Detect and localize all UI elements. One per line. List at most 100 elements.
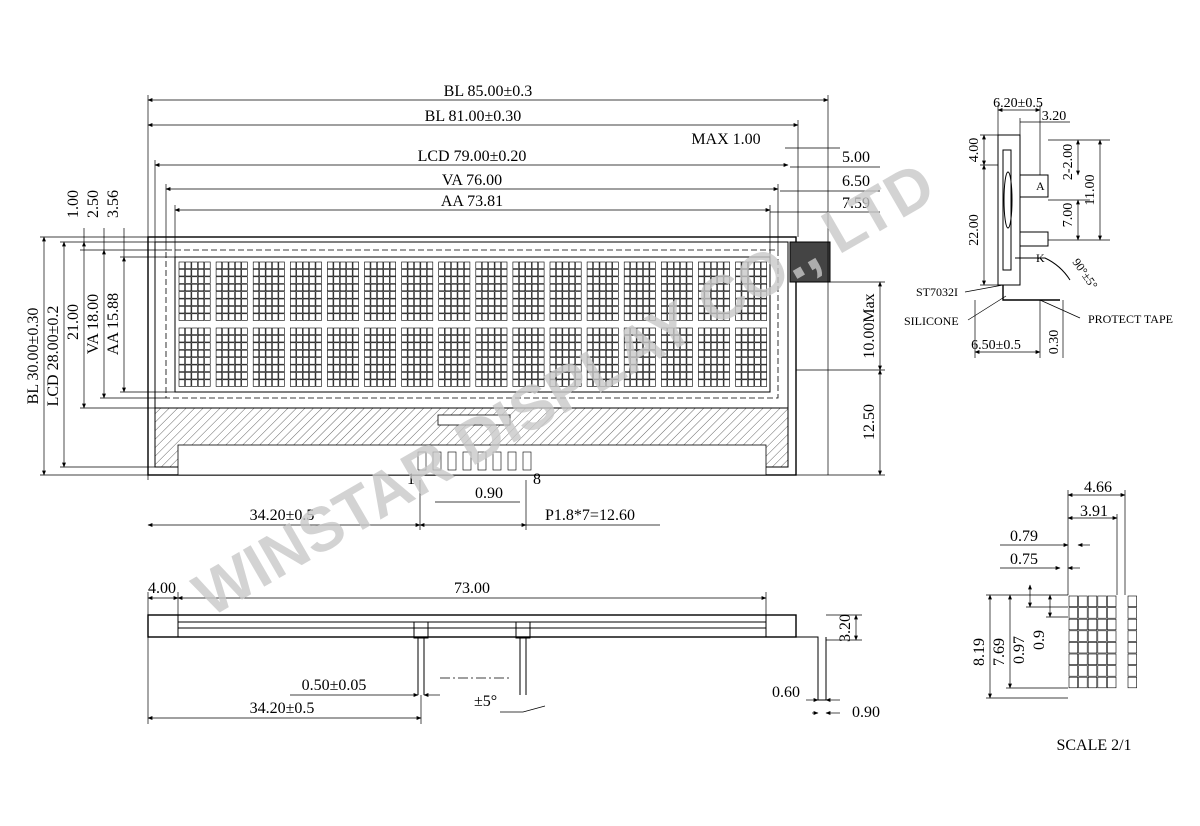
char-dot bbox=[760, 349, 767, 358]
char-dot bbox=[643, 357, 650, 365]
char-dot bbox=[612, 298, 619, 306]
char-dot bbox=[222, 379, 229, 387]
header-pin bbox=[477, 451, 487, 471]
char-dot bbox=[401, 261, 408, 269]
char-dot bbox=[389, 269, 397, 277]
char-dot bbox=[680, 283, 687, 292]
char-dot bbox=[525, 261, 532, 269]
char-dot bbox=[488, 335, 495, 343]
char-dot bbox=[309, 364, 316, 372]
char-dot bbox=[383, 306, 390, 314]
char-dot bbox=[370, 261, 377, 269]
header-pin bbox=[417, 451, 427, 471]
char-dot bbox=[463, 335, 471, 343]
char-dot bbox=[698, 364, 705, 372]
char-dot bbox=[346, 306, 353, 314]
char-dot bbox=[562, 349, 569, 358]
dim-1-00: 1.00 bbox=[65, 190, 82, 218]
char-dot bbox=[673, 306, 680, 314]
char-dot bbox=[191, 357, 198, 365]
char-dot bbox=[228, 276, 235, 284]
char-dot bbox=[370, 379, 377, 387]
char-dot bbox=[643, 306, 650, 314]
char-dot bbox=[241, 379, 248, 387]
char-dot bbox=[549, 313, 556, 321]
char-dot bbox=[185, 298, 192, 306]
char-dot bbox=[414, 327, 421, 335]
side-dim-700: 7.00 bbox=[1061, 203, 1076, 228]
char-dot bbox=[488, 327, 495, 335]
char-dot bbox=[414, 372, 421, 380]
char-dot bbox=[222, 306, 229, 314]
char-dot bbox=[568, 335, 576, 343]
char-dot bbox=[586, 283, 593, 292]
char-dot bbox=[289, 379, 297, 387]
char-dot bbox=[698, 276, 705, 284]
char-dot bbox=[451, 357, 458, 365]
char-dot bbox=[636, 276, 643, 284]
detail-dot bbox=[1097, 653, 1107, 665]
detail-dot bbox=[1097, 618, 1107, 631]
char-dot bbox=[686, 372, 693, 380]
char-dot bbox=[444, 349, 452, 358]
char-dot bbox=[636, 269, 643, 277]
char-dot bbox=[475, 357, 482, 365]
dim-6-50: 6.50 bbox=[842, 173, 870, 190]
char-dot bbox=[178, 342, 185, 350]
char-dot bbox=[680, 306, 687, 314]
char-dot bbox=[352, 261, 359, 269]
char-dot bbox=[538, 357, 545, 365]
char-dim-09: 0.9 bbox=[1031, 630, 1048, 650]
char-dot bbox=[389, 349, 397, 358]
char-dot bbox=[568, 313, 576, 321]
char-dot bbox=[370, 291, 377, 299]
char-dot bbox=[191, 342, 198, 350]
char-dot bbox=[346, 313, 353, 321]
char-dot bbox=[512, 379, 519, 387]
char-dot bbox=[649, 313, 656, 321]
char-dot bbox=[680, 327, 687, 335]
char-dot bbox=[296, 335, 303, 343]
char-dot bbox=[599, 269, 606, 277]
char-dot bbox=[333, 357, 340, 365]
char-dot bbox=[636, 313, 643, 321]
char-dot bbox=[568, 291, 576, 299]
char-dot bbox=[438, 313, 445, 321]
char-dot bbox=[741, 357, 748, 365]
char-dot bbox=[549, 261, 556, 269]
char-dot bbox=[302, 269, 310, 277]
char-dot bbox=[339, 335, 347, 343]
char-dot bbox=[475, 327, 482, 335]
char-dot bbox=[741, 342, 748, 350]
char-dot bbox=[197, 379, 205, 387]
char-dot bbox=[562, 357, 569, 365]
char-dot bbox=[556, 342, 563, 350]
char-dot bbox=[289, 269, 297, 277]
char-dot bbox=[475, 379, 482, 387]
dim-bl-width: BL 85.00±0.3 bbox=[444, 83, 533, 100]
char-dot bbox=[612, 349, 619, 358]
char-dot bbox=[370, 306, 377, 314]
char-dot bbox=[612, 306, 619, 314]
char-dot bbox=[599, 357, 606, 365]
char-dot bbox=[673, 298, 680, 306]
char-dot bbox=[457, 283, 464, 292]
char-dot bbox=[754, 269, 761, 277]
char-dot bbox=[235, 372, 242, 380]
char-dot bbox=[401, 335, 408, 343]
char-dot bbox=[680, 357, 687, 365]
char-dot bbox=[747, 269, 755, 277]
char-dot bbox=[680, 342, 687, 350]
char-dot bbox=[178, 364, 185, 372]
char-dot bbox=[426, 327, 434, 335]
char-dot bbox=[612, 276, 619, 284]
char-dot bbox=[704, 349, 711, 358]
char-dot bbox=[346, 261, 353, 269]
char-dot bbox=[346, 276, 353, 284]
char-dot bbox=[723, 269, 730, 277]
char-dot bbox=[686, 379, 693, 387]
char-dot bbox=[185, 349, 192, 358]
char-dot bbox=[426, 335, 434, 343]
char-dot bbox=[704, 283, 711, 292]
char-dot bbox=[389, 298, 397, 306]
